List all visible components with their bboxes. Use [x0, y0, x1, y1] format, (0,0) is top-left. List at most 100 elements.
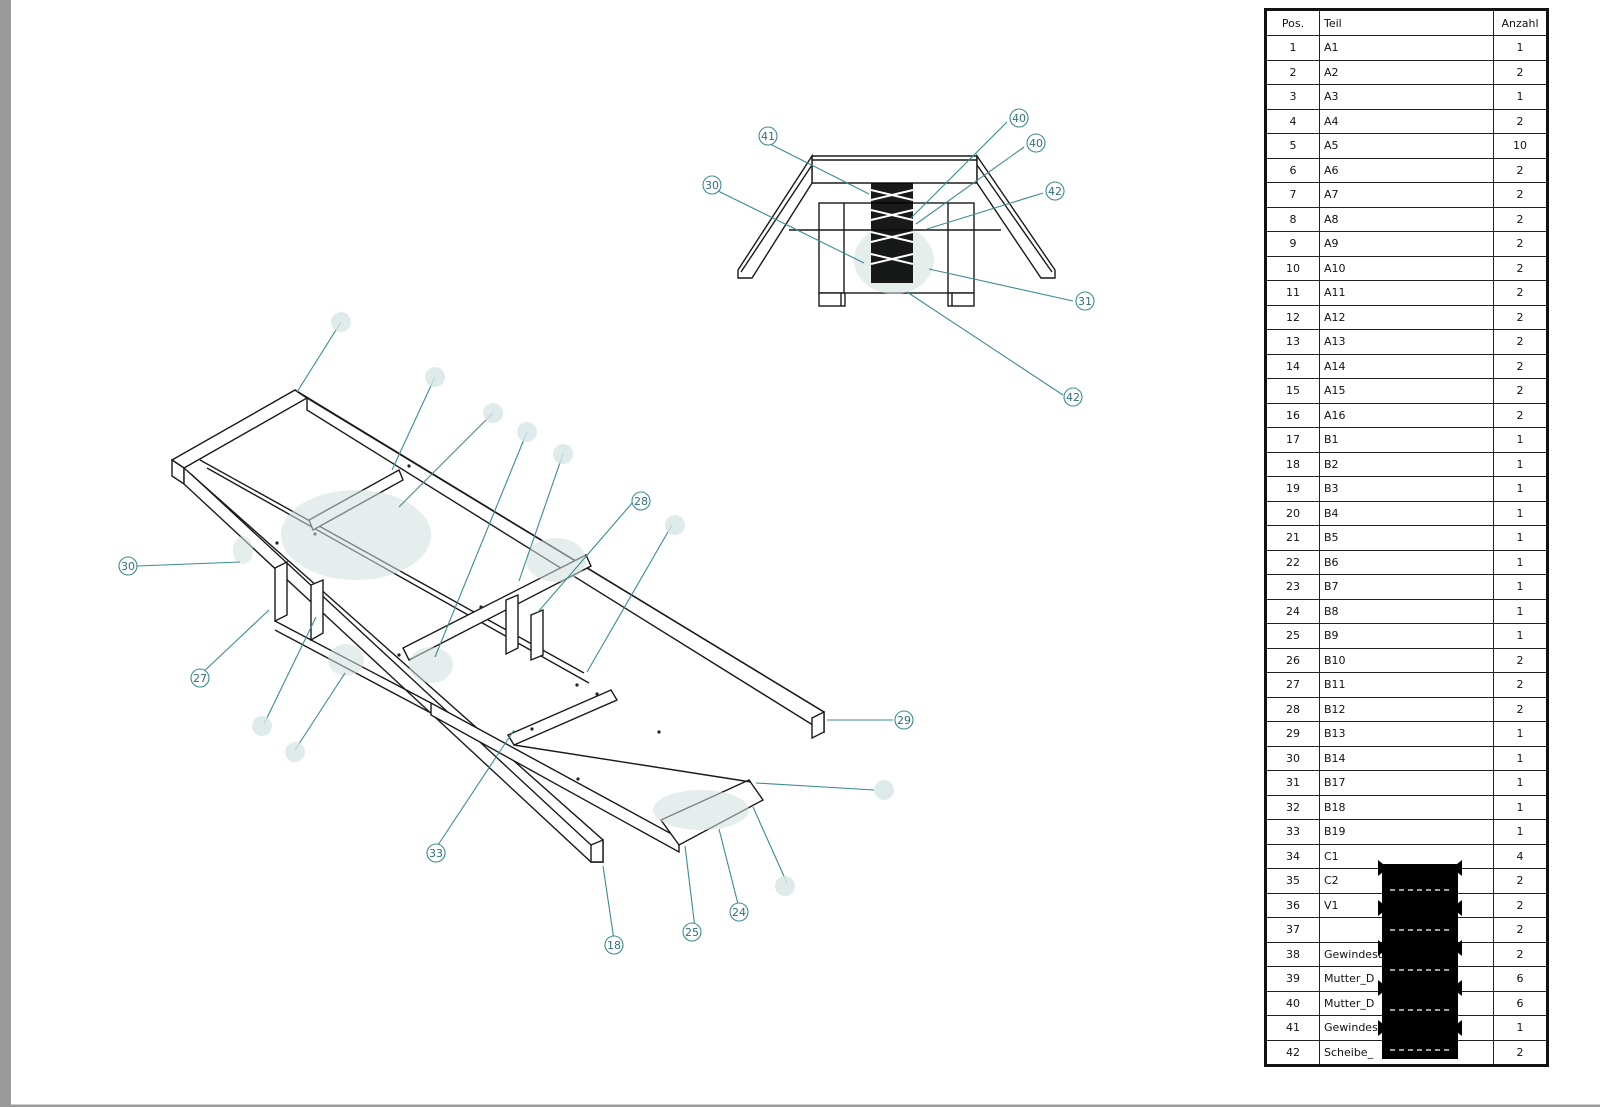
cell-pos: 14 [1265, 353, 1320, 379]
cell-anzahl: 1 [1493, 549, 1548, 575]
cell-teil: A4 [1319, 108, 1494, 134]
cell-anzahl: 2 [1493, 157, 1548, 183]
svg-text:40: 40 [1029, 137, 1043, 150]
svg-text:25: 25 [685, 926, 699, 939]
cell-pos: 41 [1265, 1015, 1320, 1041]
cell-teil: B19 [1319, 819, 1494, 845]
balloon-iso-25: 25 [682, 922, 702, 942]
cell-anzahl: 2 [1493, 329, 1548, 355]
cell-anzahl: 2 [1493, 402, 1548, 428]
svg-text:33: 33 [429, 847, 443, 860]
balloon-front-42b: 42 [1063, 387, 1083, 407]
cell-teil: B13 [1319, 721, 1494, 747]
redaction-block [1378, 860, 1462, 1059]
cell-anzahl: 2 [1493, 647, 1548, 673]
cell-teil: A14 [1319, 353, 1494, 379]
balloon-front-40a: 40 [1009, 108, 1029, 128]
cell-teil: B17 [1319, 770, 1494, 796]
cell-pos: 42 [1265, 1039, 1320, 1066]
technical-drawing: 41 40 40 42 30 31 42 [118, 108, 1095, 955]
cell-anzahl: 10 [1493, 133, 1548, 159]
cell-anzahl: 1 [1493, 1015, 1548, 1041]
table-header-row: Pos. Teil Anzahl [1265, 9, 1548, 36]
cell-teil: A9 [1319, 231, 1494, 257]
cell-teil: A6 [1319, 157, 1494, 183]
cell-teil: A1 [1319, 35, 1494, 61]
cell-pos: 35 [1265, 868, 1320, 894]
cell-teil: A7 [1319, 182, 1494, 208]
cell-anzahl: 1 [1493, 794, 1548, 820]
svg-text:42: 42 [1066, 391, 1080, 404]
cell-anzahl: 1 [1493, 451, 1548, 477]
cell-pos: 10 [1265, 255, 1320, 281]
cell-pos: 31 [1265, 770, 1320, 796]
cell-anzahl: 2 [1493, 892, 1548, 918]
cell-pos: 16 [1265, 402, 1320, 428]
cell-anzahl: 6 [1493, 990, 1548, 1016]
balloon-front-42a: 42 [1045, 181, 1065, 201]
cell-teil: B2 [1319, 451, 1494, 477]
cell-anzahl: 2 [1493, 672, 1548, 698]
cell-anzahl: 2 [1493, 231, 1548, 257]
isometric-view: 28 30 27 29 33 18 25 24 [118, 312, 914, 955]
cell-anzahl: 1 [1493, 819, 1548, 845]
cell-anzahl: 6 [1493, 966, 1548, 992]
svg-text:40: 40 [1012, 112, 1026, 125]
cell-pos: 19 [1265, 476, 1320, 502]
cell-anzahl: 2 [1493, 941, 1548, 967]
cell-anzahl: 1 [1493, 770, 1548, 796]
cell-anzahl: 2 [1493, 108, 1548, 134]
cell-teil: B8 [1319, 598, 1494, 624]
front-view: 41 40 40 42 30 31 42 [702, 108, 1095, 407]
cell-anzahl: 1 [1493, 574, 1548, 600]
cell-teil: A16 [1319, 402, 1494, 428]
cell-teil: B1 [1319, 427, 1494, 453]
cell-anzahl: 1 [1493, 35, 1548, 61]
cell-pos: 32 [1265, 794, 1320, 820]
svg-text:27: 27 [193, 672, 207, 685]
cell-anzahl: 2 [1493, 696, 1548, 722]
cell-teil: B18 [1319, 794, 1494, 820]
balloon-front-40b: 40 [1026, 133, 1046, 153]
cell-teil: B5 [1319, 525, 1494, 551]
cell-teil: A3 [1319, 84, 1494, 110]
cell-anzahl: 1 [1493, 623, 1548, 649]
cell-anzahl: 2 [1493, 378, 1548, 404]
cell-teil: A10 [1319, 255, 1494, 281]
cell-pos: 24 [1265, 598, 1320, 624]
cell-pos: 8 [1265, 206, 1320, 232]
cell-teil: B3 [1319, 476, 1494, 502]
cell-pos: 15 [1265, 378, 1320, 404]
header-anzahl: Anzahl [1493, 9, 1548, 36]
cell-teil: B9 [1319, 623, 1494, 649]
cell-anzahl: 2 [1493, 868, 1548, 894]
cell-pos: 12 [1265, 304, 1320, 330]
cell-teil: B14 [1319, 745, 1494, 771]
balloon-front-30: 30 [702, 175, 722, 195]
cell-pos: 38 [1265, 941, 1320, 967]
cell-anzahl: 1 [1493, 598, 1548, 624]
balloon-iso-33: 33 [426, 843, 446, 863]
svg-text:31: 31 [1078, 295, 1092, 308]
cell-anzahl: 2 [1493, 1039, 1548, 1066]
cell-teil: A11 [1319, 280, 1494, 306]
blurred-balloons [252, 312, 894, 896]
cell-teil: B10 [1319, 647, 1494, 673]
cell-teil: B12 [1319, 696, 1494, 722]
cell-teil: B11 [1319, 672, 1494, 698]
balloon-iso-28: 28 [631, 491, 651, 511]
cell-pos: 5 [1265, 133, 1320, 159]
